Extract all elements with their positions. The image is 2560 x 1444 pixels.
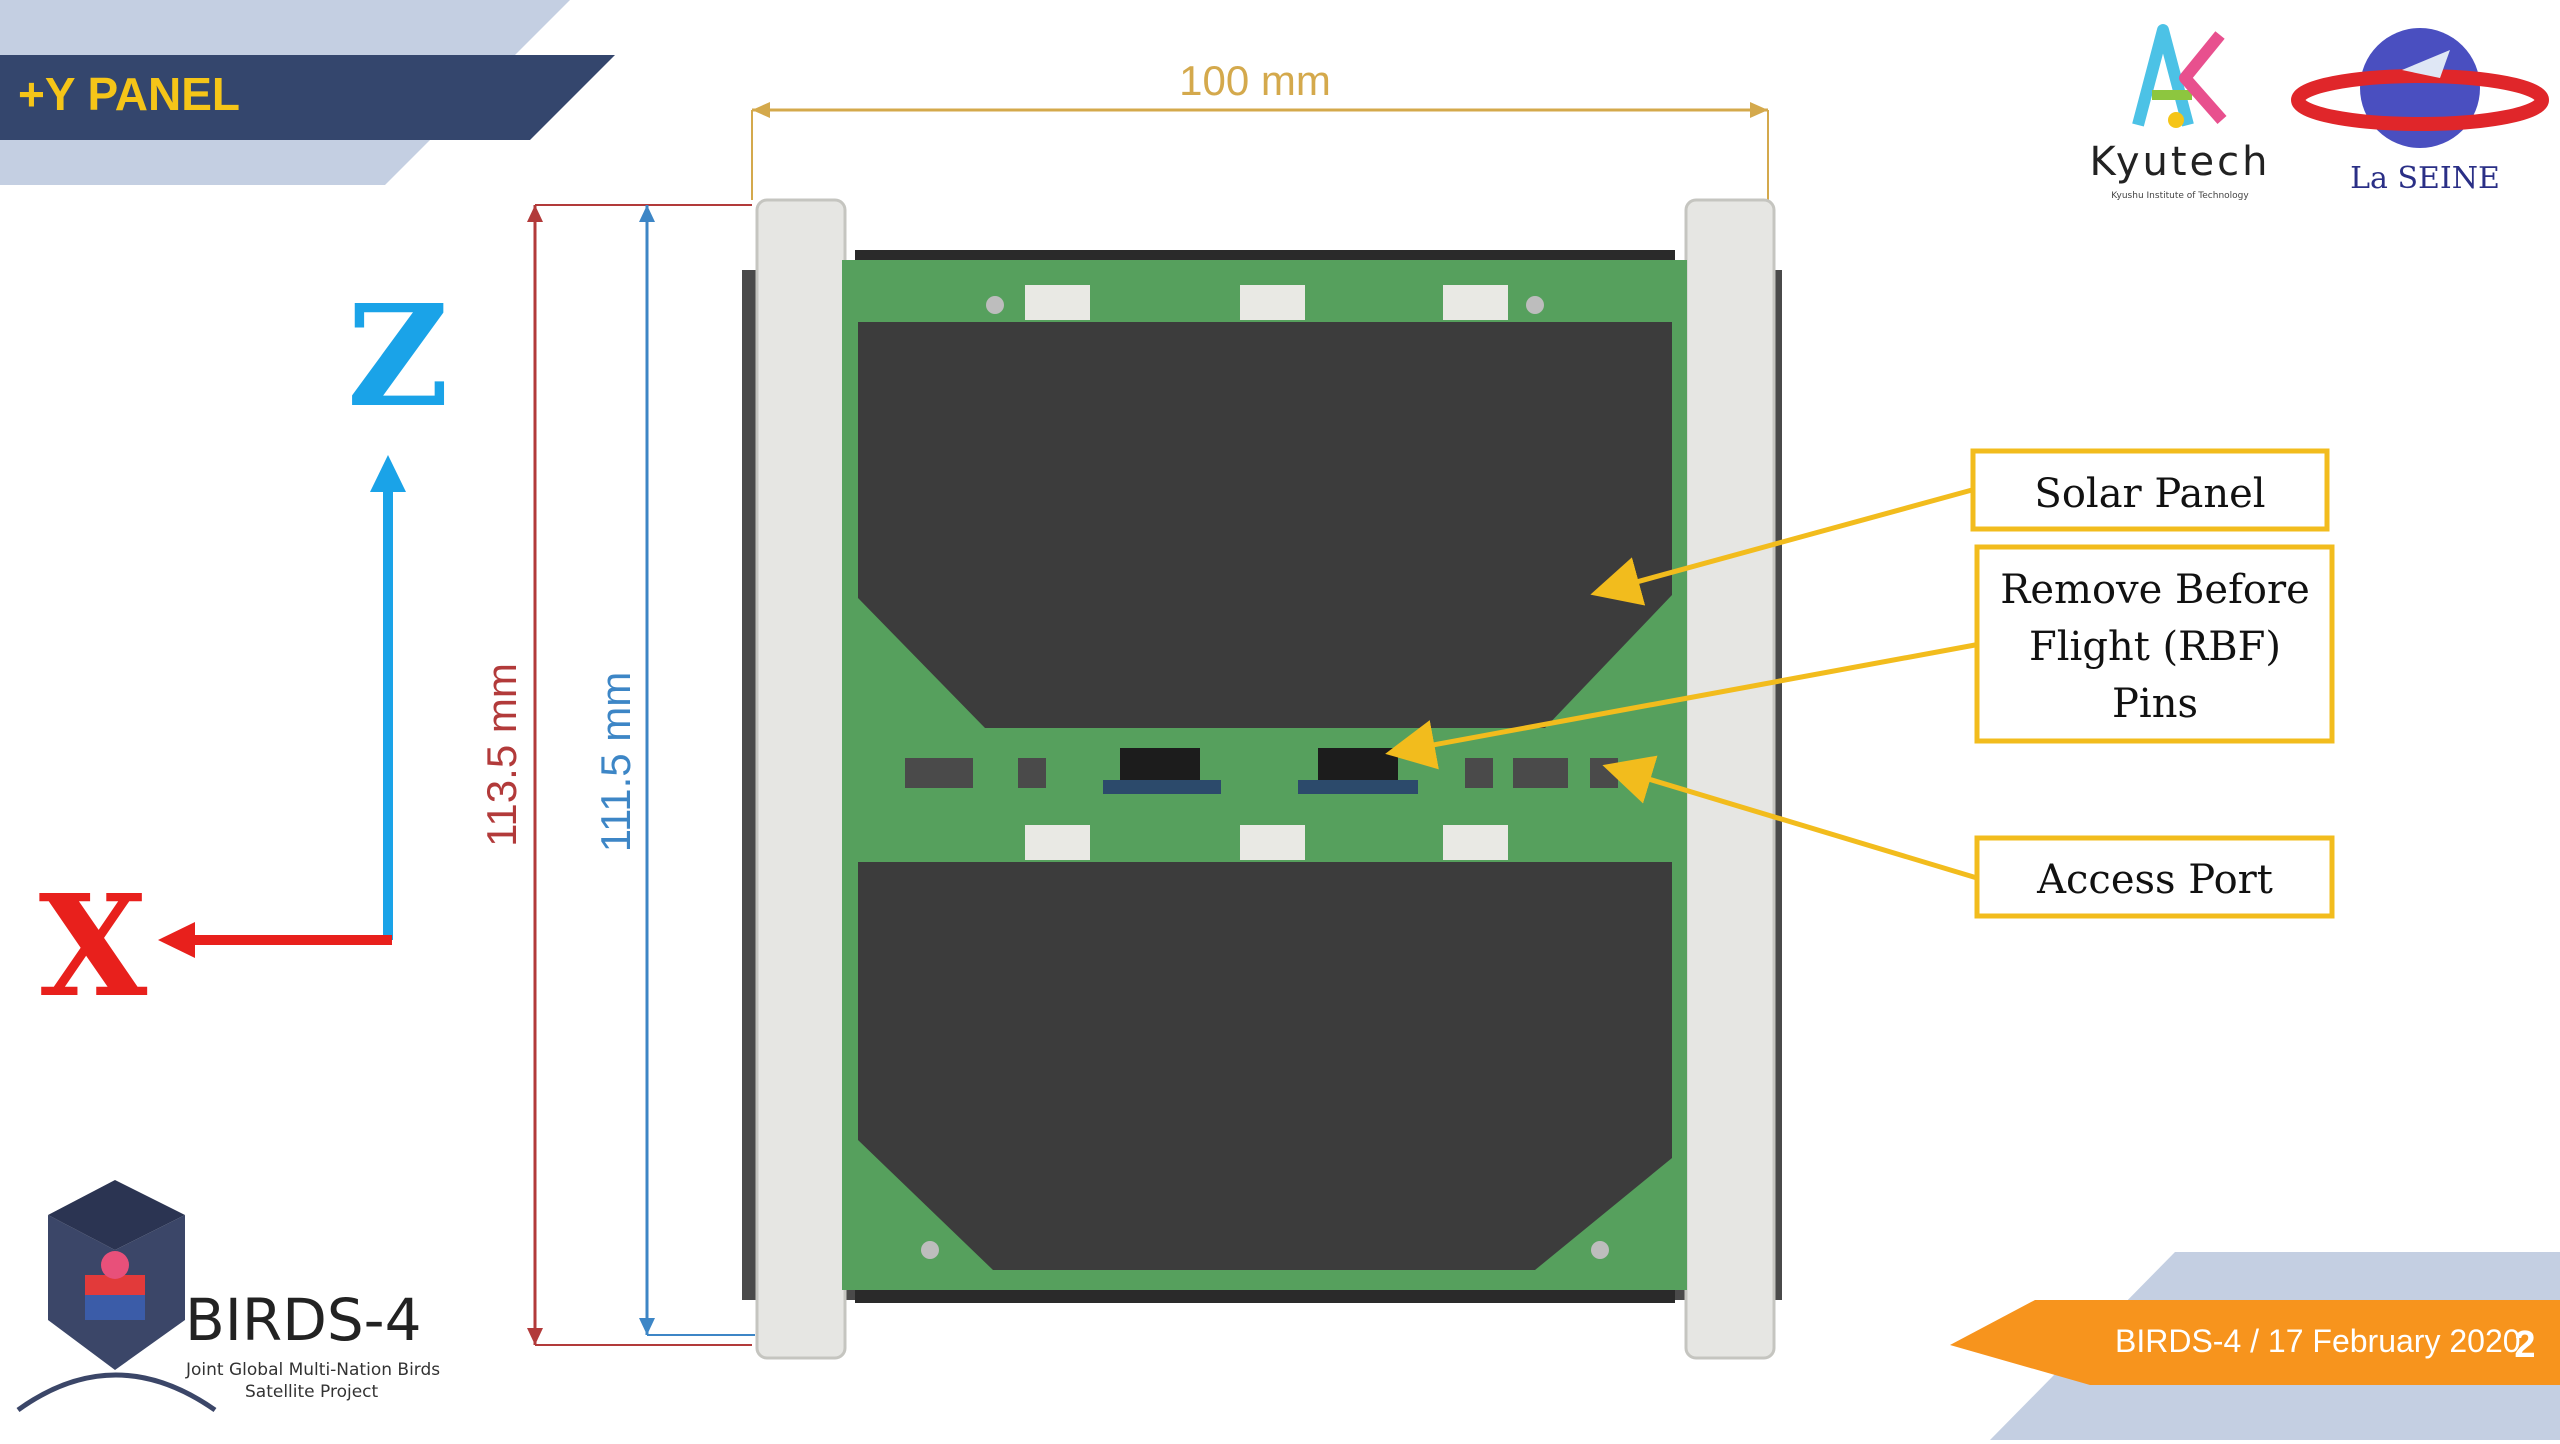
screw	[1591, 1241, 1609, 1259]
kyutech-name: Kyutech	[2090, 139, 2271, 185]
kyutech-mark-chevron	[2179, 31, 2227, 124]
birds4-orbit	[16, 1372, 217, 1413]
birds4-cube-panel	[85, 1295, 145, 1320]
rail-left	[755, 198, 847, 1360]
screw	[1526, 296, 1544, 314]
rbf-pin-base	[1103, 780, 1221, 794]
rbf-pin-base	[1298, 780, 1418, 794]
solar-panel-pointer	[1590, 487, 1973, 606]
footer: BIRDS-4 / 17 February 2020 2	[1950, 1252, 2560, 1440]
x-axis-arrowhead	[158, 922, 195, 958]
la-seine-logo: La SEINE	[2291, 28, 2549, 196]
rbf-pointer	[1385, 642, 1976, 770]
la-seine-ring	[2291, 69, 2549, 131]
width-dimension-label: 100 mm	[1179, 57, 1331, 104]
footer-orange-band	[1950, 1300, 2560, 1385]
satellite-panel	[742, 198, 1782, 1360]
rbf-pin	[1120, 748, 1200, 780]
rbf-pin	[1318, 748, 1398, 780]
inner-height-arrow-bottom	[639, 1318, 655, 1335]
z-axis-arrowhead	[370, 455, 406, 492]
solar-cell-bottom	[858, 862, 1672, 1270]
connector	[1025, 825, 1090, 860]
kyutech-logo: Kyutech Kyushu Institute of Technology	[2090, 24, 2271, 201]
title-banner: +Y PANEL	[0, 0, 615, 185]
birds4-name: BIRDS-4	[185, 1286, 422, 1354]
dimension-height-inner: 111.5 mm	[592, 205, 755, 1336]
birds4-tagline-1: Joint Global Multi-Nation Birds	[185, 1360, 440, 1380]
smd-component	[1513, 758, 1568, 788]
birds4-logo: BIRDS-4 Joint Global Multi-Nation Birds …	[16, 1180, 440, 1413]
birds4-cube-dot	[101, 1251, 129, 1279]
screw	[921, 1241, 939, 1259]
connector	[1025, 285, 1090, 320]
solar-panel-label: Solar Panel	[2034, 471, 2265, 517]
solar-cell-top	[858, 322, 1672, 728]
rbf-label-line3: Pins	[2112, 681, 2198, 727]
smd-component	[1465, 758, 1493, 788]
axis-indicator: Z X	[39, 275, 449, 1029]
la-seine-star	[2402, 50, 2450, 78]
callouts: Solar Panel Remove Before Flight (RBF) P…	[1385, 448, 2335, 919]
connector	[1443, 285, 1508, 320]
access-port-connector	[905, 758, 973, 788]
access-port-pointer	[1602, 755, 1978, 881]
access-port-callout	[1974, 835, 2335, 919]
banner-navy-shape	[0, 55, 615, 140]
rbf-callout	[1974, 544, 2335, 744]
screw	[986, 296, 1004, 314]
connector	[1240, 825, 1305, 860]
la-seine-name: La SEINE	[2350, 161, 2500, 196]
rbf-label-line1: Remove Before	[2000, 567, 2310, 613]
z-axis-label: Z	[347, 275, 449, 439]
inner-height-label: 111.5 mm	[592, 672, 639, 853]
birds4-tagline-2: Satellite Project	[245, 1382, 379, 1402]
kyutech-subtitle: Kyushu Institute of Technology	[2111, 191, 2249, 201]
outer-height-label: 113.5 mm	[478, 663, 525, 847]
solar-panel-callout	[1970, 448, 2330, 532]
outer-height-arrow-bottom	[527, 1328, 543, 1345]
access-port-label: Access Port	[2036, 857, 2273, 903]
rbf-label-line2: Flight (RBF)	[2029, 624, 2281, 670]
inner-height-arrow-top	[639, 205, 655, 222]
width-arrow-right	[1750, 102, 1768, 118]
footer-text: BIRDS-4 / 17 February 2020	[2115, 1323, 2521, 1359]
smd-component	[1018, 758, 1046, 788]
connector	[1443, 825, 1508, 860]
page-number: 2	[2514, 1324, 2535, 1366]
kyutech-mark-dot	[2168, 112, 2184, 128]
width-arrow-left	[752, 102, 770, 118]
access-port	[1590, 758, 1618, 788]
connector	[1240, 285, 1305, 320]
rail-right	[1684, 198, 1776, 1360]
x-axis-label: X	[39, 865, 148, 1029]
slide-title: +Y PANEL	[18, 68, 240, 120]
dimension-height-outer: 113.5 mm	[478, 204, 752, 1346]
birds4-cube-top	[48, 1180, 185, 1250]
dimension-width: 100 mm	[751, 57, 1769, 200]
outer-height-arrow-top	[527, 205, 543, 222]
